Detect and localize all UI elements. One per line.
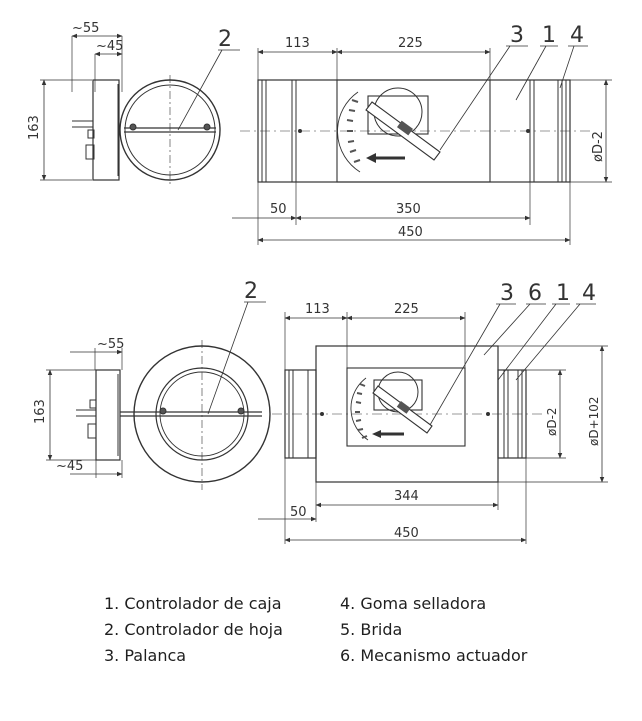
top-dim-225: 225 xyxy=(398,36,423,51)
top-dim-55: ~55 xyxy=(72,21,99,36)
bottom-callout-1: 1 xyxy=(556,281,570,306)
bottom-callout-4: 4 xyxy=(582,281,596,306)
top-dim-diameter: øD-2 xyxy=(591,131,606,162)
top-callout-2: 2 xyxy=(218,27,232,52)
legend-item-2: 2. Controlador de hoja xyxy=(104,620,283,639)
bottom-front-view xyxy=(258,303,608,544)
bottom-callout-6: 6 xyxy=(528,281,542,306)
legend-item-6: 6. Mecanismo actuador xyxy=(340,646,528,665)
top-dim-50: 50 xyxy=(270,202,287,217)
top-dim-113: 113 xyxy=(285,36,310,51)
legend-item-5: 5. Brida xyxy=(340,620,403,639)
parts-legend: 1. Controlador de caja 2. Controlador de… xyxy=(0,590,642,690)
bottom-dim-diameter: øD-2 xyxy=(545,407,559,436)
bottom-dim-450: 450 xyxy=(394,526,419,541)
legend-item-4: 4. Goma selladora xyxy=(340,594,487,613)
bottom-side-view xyxy=(46,301,271,490)
top-callout-1: 1 xyxy=(542,23,556,48)
top-front-view xyxy=(232,45,612,245)
bottom-dim-113: 113 xyxy=(305,302,330,317)
technical-drawing: ~55 ~45 163 2 xyxy=(27,21,612,544)
top-dim-163: 163 xyxy=(27,115,42,140)
bottom-callout-2: 2 xyxy=(244,279,258,304)
legend-item-3: 3. Palanca xyxy=(104,646,187,665)
bottom-callout-3: 3 xyxy=(500,281,514,306)
top-callout-4: 4 xyxy=(570,23,584,48)
bottom-dim-55: ~55 xyxy=(97,337,124,352)
bottom-dim-344: 344 xyxy=(394,489,419,504)
bottom-dim-45: ~45 xyxy=(56,459,83,474)
bottom-dim-flange-diameter: øD+102 xyxy=(587,396,601,446)
bottom-dim-225: 225 xyxy=(394,302,419,317)
top-dim-45: ~45 xyxy=(96,39,123,54)
top-side-view xyxy=(40,33,240,185)
top-dim-350: 350 xyxy=(396,202,421,217)
bottom-dim-163: 163 xyxy=(33,399,48,424)
bottom-dim-50: 50 xyxy=(290,505,307,520)
top-callout-3: 3 xyxy=(510,23,524,48)
top-dim-450: 450 xyxy=(398,225,423,240)
legend-item-1: 1. Controlador de caja xyxy=(104,594,282,613)
